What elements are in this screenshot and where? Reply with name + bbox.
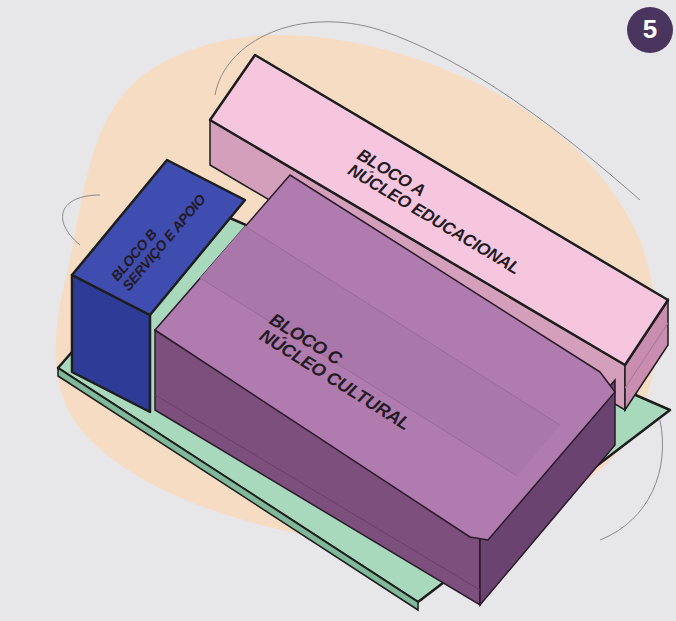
block-subtitle: SERVIÇO E APOIO [119, 192, 208, 294]
block-c-line [200, 278, 517, 476]
label-stack: BLOCO CNÚCLEO CULTURAL [257, 310, 424, 434]
block-subtitle: NÚCLEO EDUCACIONAL [344, 161, 522, 278]
block-label: BLOCO CNÚCLEO CULTURAL [252, 305, 429, 438]
label-stack: BLOCO BSERVIÇO E APOIO [108, 183, 208, 294]
block-title: 5 [643, 16, 657, 43]
block-title: BLOCO B [108, 183, 197, 285]
block-label: BLOCO ANÚCLEO EDUCACIONAL [340, 141, 537, 282]
callout-number: 5 [627, 7, 673, 53]
block-title: BLOCO A [354, 146, 532, 263]
block-a-line [625, 323, 668, 388]
label-stack: 5 [643, 16, 657, 43]
block-title: BLOCO C [267, 310, 424, 418]
label-stack: BLOCO ANÚCLEO EDUCACIONAL [344, 146, 531, 278]
block-c-line [155, 395, 480, 590]
block-c-top [155, 175, 615, 540]
block-label: BLOCO BSERVIÇO E APOIO [103, 178, 213, 299]
block-subtitle: NÚCLEO CULTURAL [257, 326, 414, 434]
site-curve [63, 195, 100, 245]
